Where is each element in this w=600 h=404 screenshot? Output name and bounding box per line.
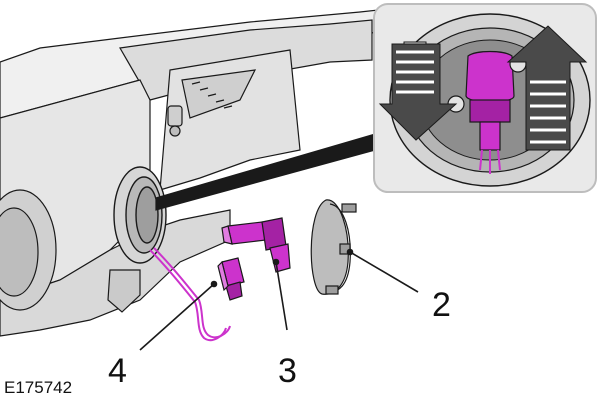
callout-2: 2 — [432, 286, 451, 324]
callout-4: 4 — [108, 352, 127, 390]
dust-cover — [310, 199, 357, 295]
rotate-arrow-right-icon — [506, 25, 588, 151]
headlamp-bulb — [221, 217, 291, 273]
leader-lines — [139, 248, 419, 351]
leader-line-4 — [139, 283, 215, 351]
headlamp-housing — [0, 9, 379, 337]
callout-3: 3 — [278, 352, 297, 390]
wiring-harness — [149, 247, 231, 342]
figure-reference-code: E175742 — [4, 378, 73, 397]
inset-detail — [373, 3, 597, 193]
electrical-connector — [217, 257, 245, 301]
leader-line-3 — [275, 261, 288, 331]
bulb-socket-ring — [113, 166, 167, 264]
rotate-arrow-left-icon — [378, 43, 458, 141]
leader-line-2 — [349, 251, 419, 293]
